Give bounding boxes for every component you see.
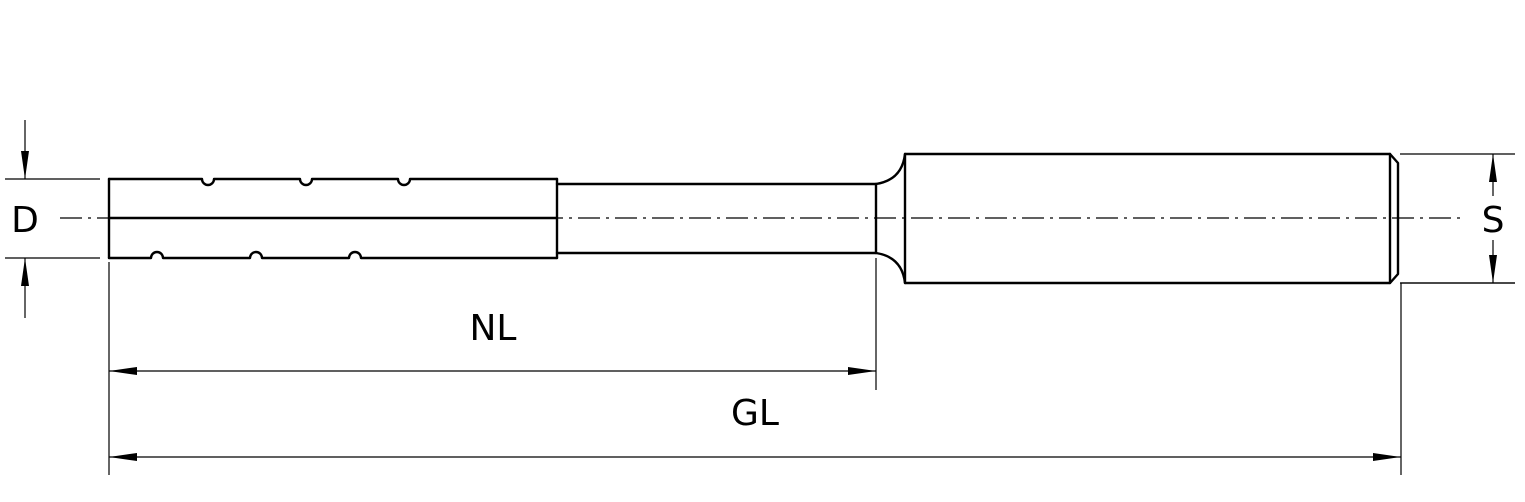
overall-length-label: GL bbox=[731, 393, 779, 434]
neck-length-label: NL bbox=[470, 308, 517, 349]
diameter-label: D bbox=[11, 200, 39, 241]
shank-label: S bbox=[1482, 200, 1505, 241]
diameter-dimension: D bbox=[5, 120, 100, 318]
shank bbox=[903, 152, 1400, 285]
overall-length-dimension: GL bbox=[109, 282, 1515, 475]
neck-length-dimension: NL bbox=[108, 258, 877, 475]
